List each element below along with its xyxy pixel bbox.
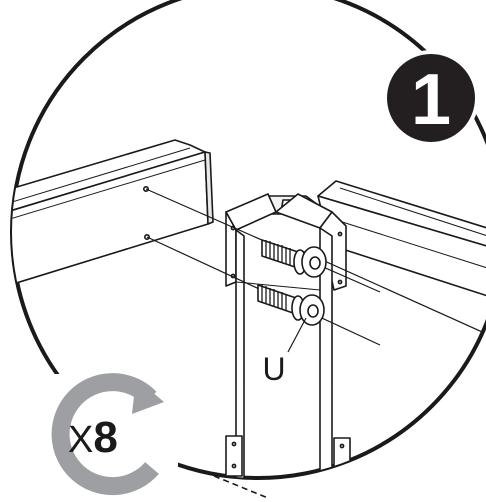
part-label: U [262,351,285,387]
repeat-indicator: X8 [28,373,178,498]
repeat-arrow-icon [51,373,159,496]
left-rail [12,139,214,289]
repeat-count: X8 [68,413,118,462]
part-leader-line [287,317,307,353]
step-badge: 1 [383,50,479,146]
bolt-upper [261,239,327,278]
corner-post [225,193,351,478]
bolt-lower [257,284,325,326]
step-number: 1 [411,60,451,140]
